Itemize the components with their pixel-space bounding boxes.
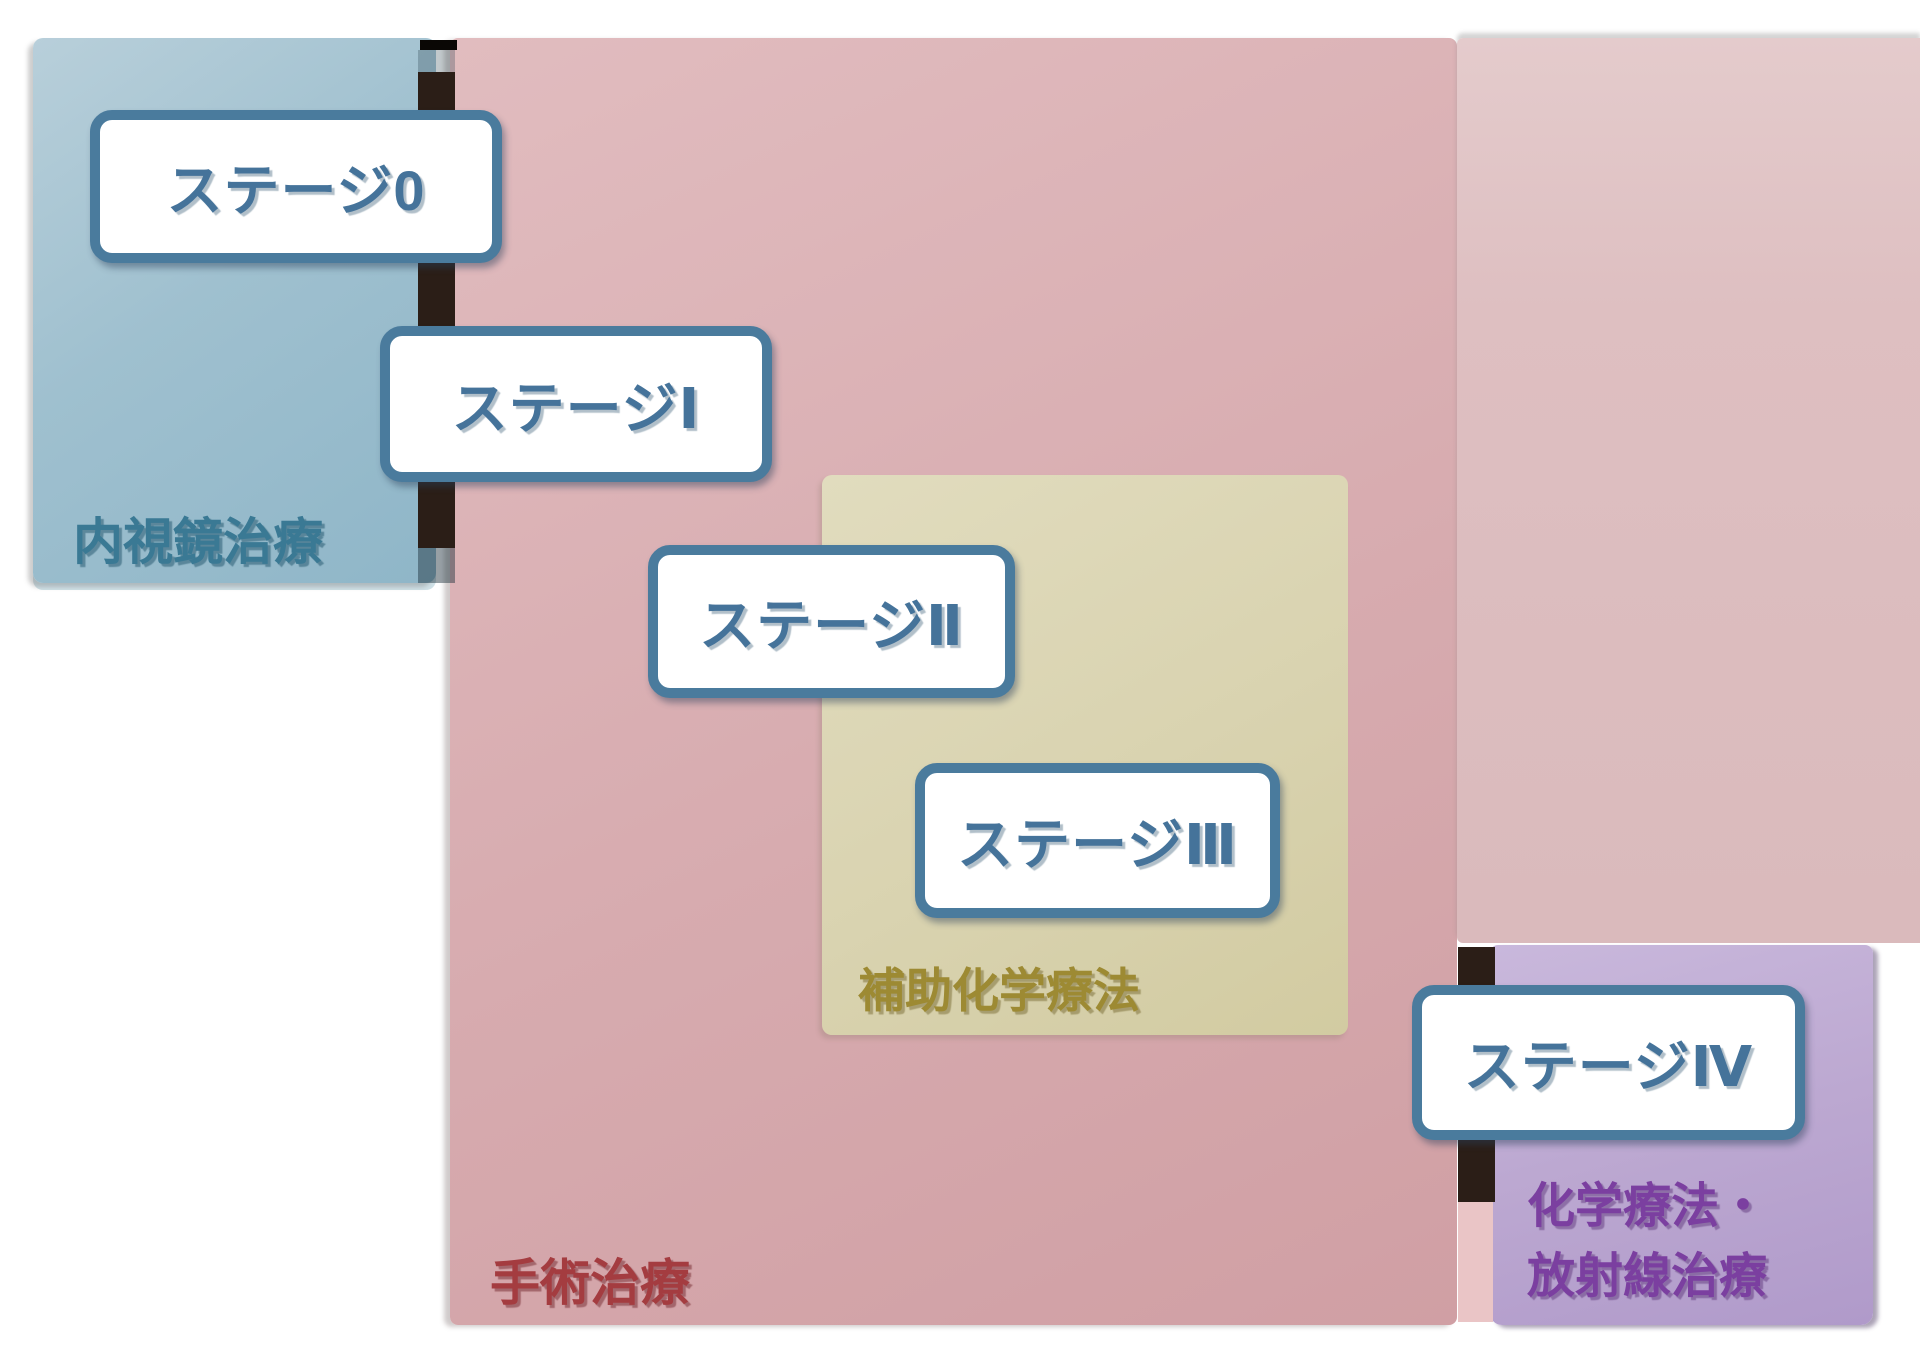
chemo-radiation-left-strip — [1458, 1202, 1493, 1322]
surgery-region-right-extension — [1457, 38, 1920, 943]
stage-0-label: ステージ0 — [166, 159, 426, 222]
stage-divider-left-tip — [420, 40, 457, 50]
stage-0-label-box: ステージ0 — [90, 110, 502, 263]
surgery-region-label: 手術治療 — [490, 1255, 690, 1311]
stage-3-label: ステージⅢ — [957, 813, 1238, 876]
stage-1-label-box: ステージⅠ — [380, 326, 772, 482]
stage-2-label: ステージⅡ — [699, 594, 964, 657]
stage-4-label: ステージⅣ — [1463, 1035, 1754, 1098]
adjuvant-chemo-region-label: 補助化学療法 — [858, 964, 1140, 1017]
stage-divider-left-fade — [418, 548, 455, 583]
endoscopy-region-label: 内視鏡治療 — [73, 514, 323, 570]
stage-divider-left-gap — [418, 50, 455, 72]
stage-2-label-box: ステージⅡ — [648, 545, 1015, 698]
stage-4-label-box: ステージⅣ — [1412, 985, 1805, 1140]
chemo-radiation-region-label: 化学療法・ 放射線治療 — [1527, 1172, 1767, 1312]
chemo-radiation-label-line1: 化学療法・ — [1527, 1180, 1768, 1233]
stage-1-label: ステージⅠ — [451, 376, 701, 440]
chemo-radiation-label-line2: 放射線治療 — [1527, 1250, 1768, 1303]
stage-3-label-box: ステージⅢ — [915, 763, 1280, 918]
